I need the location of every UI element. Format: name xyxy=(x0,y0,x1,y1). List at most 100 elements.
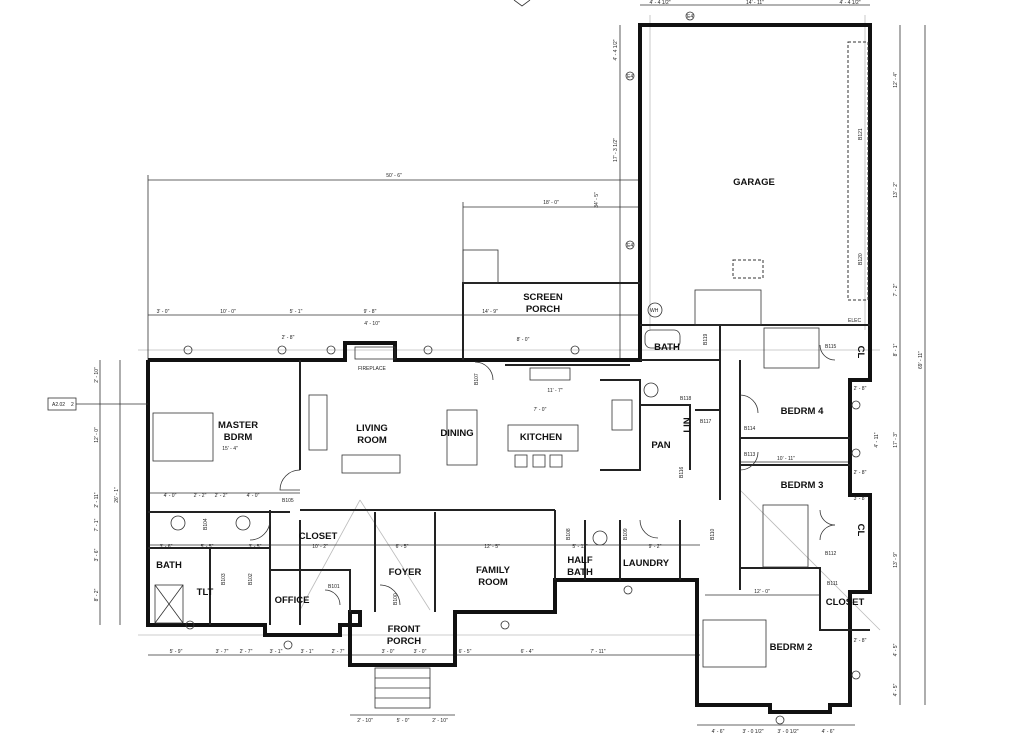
dimension-text: 2' - 7" xyxy=(240,649,253,655)
door-tag: B113 xyxy=(744,452,756,458)
dimension-text: 3' - 7" xyxy=(216,649,229,655)
room-label-living-room: LIVING xyxy=(356,423,388,434)
dimension-text: 6' - 5" xyxy=(459,649,472,655)
dimension-text: 5' - 5" xyxy=(201,544,214,550)
kitchen-island xyxy=(507,424,579,452)
garage-steps xyxy=(694,289,762,326)
door-tags: B105 B104 B103 B102 B101 B100 B107 B108 … xyxy=(203,128,864,605)
room-label-master: MASTER xyxy=(218,420,258,431)
exterior-walls xyxy=(146,23,872,714)
room-label-front-porch: FRONT xyxy=(388,624,421,635)
section-number: 2 xyxy=(71,402,74,408)
elec-label: ELEC xyxy=(848,318,861,324)
door-tag: B120 xyxy=(858,253,864,265)
sink-icon xyxy=(643,382,659,398)
room-label-half-bath: HALF xyxy=(567,555,593,566)
dimension-text: 69' - 11" xyxy=(918,351,924,369)
grid-markers: E4 E4 E4 xyxy=(183,0,861,725)
room-label-living-room: ROOM xyxy=(357,435,387,446)
dimension-text: 5' - 11" xyxy=(572,544,587,550)
room-label-half-bath: BATH xyxy=(567,567,593,578)
shower xyxy=(154,584,184,624)
stool xyxy=(514,454,528,468)
water-heater-label: WH xyxy=(650,308,659,314)
sink-icon xyxy=(170,515,186,531)
dimension-text: 17' - 3 1/2" xyxy=(613,138,619,162)
dimension-text: 7' - 2" xyxy=(893,283,899,296)
fireplace xyxy=(354,346,396,360)
door-tag: B116 xyxy=(679,466,685,478)
stool xyxy=(549,454,563,468)
dimension-text: 13' - 2" xyxy=(893,182,899,198)
room-label-lin: LIN xyxy=(682,417,693,432)
garage-fixture xyxy=(732,259,764,279)
dimension-text: 3' - 0" xyxy=(157,309,170,315)
porch-steps xyxy=(462,249,499,284)
room-label-foyer: FOYER xyxy=(389,567,422,578)
dimension-text: 7' - 11" xyxy=(590,649,605,655)
section-marker: A2.02 2 xyxy=(47,397,148,411)
door-tag: B115 xyxy=(825,344,837,350)
dimension-text: 6' - 5" xyxy=(396,544,409,550)
dimension-text: 3' - 1" xyxy=(301,649,314,655)
dimension-text: 4' - 4 1/2" xyxy=(649,0,670,6)
door-tag: B107 xyxy=(474,373,480,385)
room-label-bath: BATH xyxy=(654,342,680,353)
dimension-text: 17' - 3" xyxy=(893,432,899,448)
room-label-bedrm3: BEDRM 3 xyxy=(781,480,824,491)
dimension-text: 10' - 11" xyxy=(777,456,795,462)
dimension-text: 2' - 8" xyxy=(282,335,295,341)
dimension-text: 4' - 0" xyxy=(164,493,177,499)
dimension-text: 8' - 2" xyxy=(94,588,100,601)
dimension-text: 3' - 8" xyxy=(854,496,867,502)
sink-icon xyxy=(235,515,251,531)
dimension-text: 4' - 10" xyxy=(364,321,380,327)
room-label-closet: CLOSET xyxy=(826,597,865,608)
dimension-text: 12' - 4" xyxy=(893,72,899,88)
dimension-text: 2' - 2" xyxy=(215,493,228,499)
room-label-screen-porch: PORCH xyxy=(526,304,560,315)
bedrm4-bed xyxy=(763,327,820,369)
room-label-dining: DINING xyxy=(440,428,473,439)
door-tag: B117 xyxy=(700,419,712,425)
room-label-bedrm4: BEDRM 4 xyxy=(781,406,824,417)
room-label-laundry: LAUNDRY xyxy=(623,558,670,569)
dimension-text: 12' - 0" xyxy=(94,427,100,443)
grid-tag: E4 xyxy=(687,14,693,20)
dimension-text: 15' - 4" xyxy=(222,446,238,452)
dimension-text: 26' - 1" xyxy=(114,487,120,503)
dimension-text: 11' - 7" xyxy=(547,388,562,394)
door-tag: B109 xyxy=(623,528,629,540)
dimension-text: 2' - 8" xyxy=(854,386,867,392)
garage-shelving xyxy=(847,41,869,301)
dimension-text: 9' - 2" xyxy=(649,544,662,550)
door-tag: B110 xyxy=(710,528,716,540)
dimension-text: 4' - 5" xyxy=(893,643,899,656)
dimension-text: 4' - 0" xyxy=(247,493,260,499)
kitchen-sink xyxy=(529,367,571,381)
door-tag: B100 xyxy=(393,593,399,605)
room-labels: GARAGE SCREEN PORCH BATH MASTER BDRM LIV… xyxy=(156,177,866,653)
dimension-text: 5' - 9" xyxy=(170,649,183,655)
dimension-text: 6' - 4" xyxy=(521,649,534,655)
dimension-text: 8' - 1" xyxy=(893,343,899,356)
dimension-lines xyxy=(99,4,926,726)
door-tag: B121 xyxy=(858,128,864,140)
bedrm3-bed xyxy=(762,504,809,568)
dimension-text: 13' - 9" xyxy=(893,552,899,568)
room-label-front-porch: PORCH xyxy=(387,636,421,647)
dimension-text: 2' - 2" xyxy=(194,493,207,499)
room-label-family-room: ROOM xyxy=(478,577,508,588)
sofa xyxy=(341,454,401,474)
water-heater-icon xyxy=(647,302,663,318)
room-label-kitchen: KITCHEN xyxy=(520,432,562,443)
door-tag: B105 xyxy=(282,498,294,504)
bedrm2-bed xyxy=(702,619,767,668)
dimension-text: 2' - 10" xyxy=(357,718,373,724)
dimension-text: 9' - 8" xyxy=(364,309,377,315)
dimension-text: 10' - 2" xyxy=(312,544,328,550)
room-label-bedrm2: BEDRM 2 xyxy=(770,642,813,653)
dimension-text: 4' - 6" xyxy=(822,729,835,735)
dimension-text: 34' - 5" xyxy=(594,192,600,208)
fireplace-label: FIREPLACE xyxy=(358,366,386,372)
